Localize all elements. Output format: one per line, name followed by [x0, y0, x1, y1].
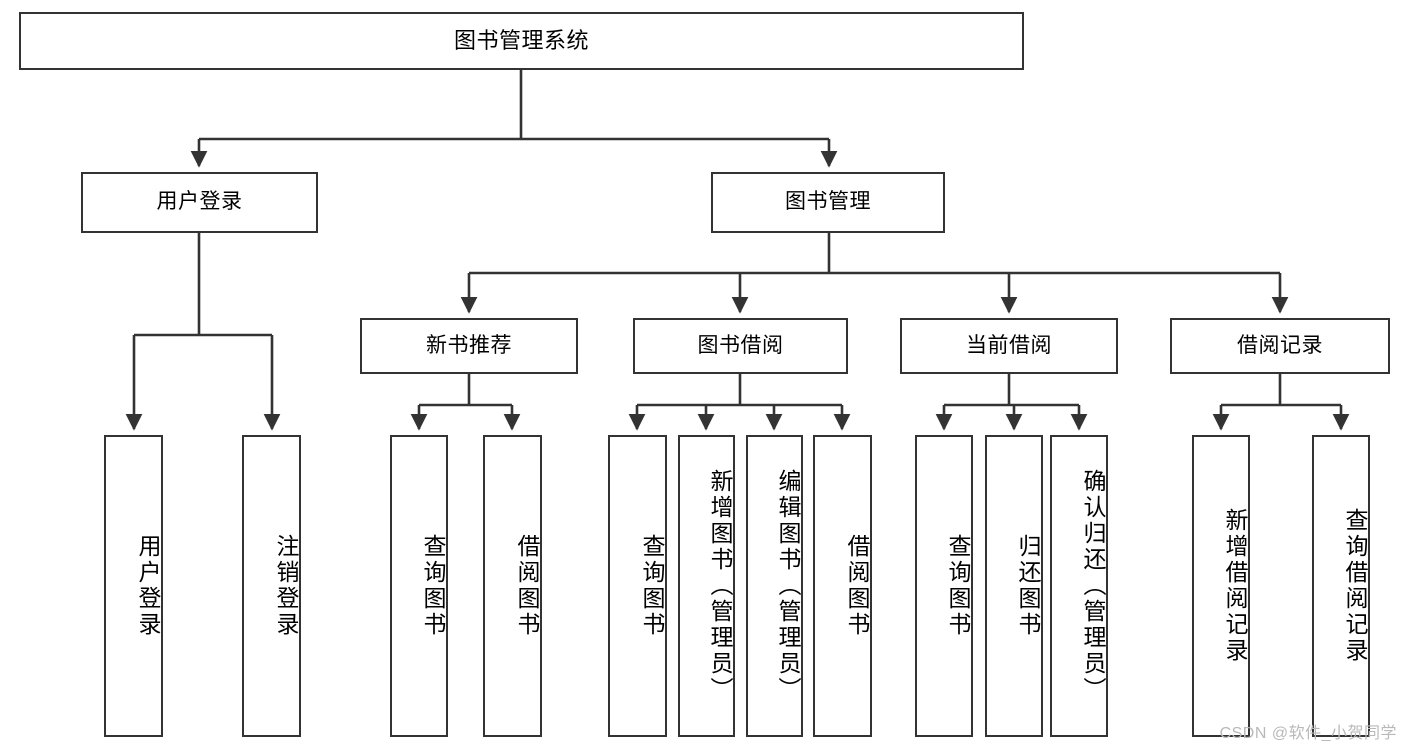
- leaf-node[interactable]: 确认归还（管理员）: [1050, 435, 1108, 737]
- leaf-node[interactable]: 查询图书: [390, 435, 448, 737]
- node-book-borrow-label: 图书借阅: [697, 333, 784, 357]
- node-book-management-label: 图书管理: [785, 190, 871, 214]
- node-borrow-record[interactable]: 借阅记录: [1170, 318, 1390, 374]
- leaf-node-label: 查询图书: [420, 534, 446, 638]
- leaf-node-label: 用户登录: [135, 534, 161, 638]
- node-new-book-recommend-label: 新书推荐: [426, 333, 512, 357]
- node-borrow-record-label: 借阅记录: [1237, 333, 1323, 357]
- leaf-node[interactable]: 借阅图书: [483, 435, 542, 737]
- node-new-book-recommend[interactable]: 新书推荐: [360, 318, 578, 374]
- leaf-node[interactable]: 用户登录: [104, 435, 163, 737]
- leaf-node[interactable]: 新增借阅记录: [1192, 435, 1250, 737]
- leaf-node-label: 编辑图书（管理员）: [775, 469, 801, 703]
- leaf-node[interactable]: 查询图书: [608, 435, 667, 737]
- leaf-node-label: 注销登录: [273, 534, 299, 638]
- node-user-login-label: 用户登录: [156, 190, 243, 214]
- node-book-management[interactable]: 图书管理: [711, 172, 945, 233]
- csdn-watermark: CSDN @软件_小贺同学: [1219, 725, 1397, 742]
- leaf-node-label: 归还图书: [1015, 534, 1041, 638]
- leaf-node-label: 新增借阅记录: [1222, 508, 1248, 664]
- leaf-node[interactable]: 新增图书（管理员）: [678, 435, 735, 737]
- leaf-node[interactable]: 注销登录: [242, 435, 301, 737]
- leaf-node[interactable]: 归还图书: [985, 435, 1043, 737]
- leaf-node[interactable]: 借阅图书: [813, 435, 872, 737]
- leaf-node-label: 查询图书: [639, 534, 665, 638]
- node-book-borrow[interactable]: 图书借阅: [633, 318, 848, 374]
- node-root-label: 图书管理系统: [453, 28, 589, 54]
- leaf-node[interactable]: 编辑图书（管理员）: [746, 435, 803, 737]
- leaf-node-label: 借阅图书: [514, 534, 540, 638]
- node-root[interactable]: 图书管理系统: [19, 12, 1024, 70]
- leaf-node-label: 确认归还（管理员）: [1080, 469, 1106, 703]
- leaf-node-label: 查询借阅记录: [1342, 508, 1368, 664]
- leaf-node[interactable]: 查询借阅记录: [1312, 435, 1370, 737]
- node-current-borrow[interactable]: 当前借阅: [900, 318, 1118, 374]
- leaf-node-label: 查询图书: [945, 534, 971, 638]
- node-current-borrow-label: 当前借阅: [966, 333, 1052, 357]
- leaf-node[interactable]: 查询图书: [915, 435, 973, 737]
- node-user-login[interactable]: 用户登录: [81, 172, 318, 233]
- leaf-node-label: 借阅图书: [844, 534, 870, 638]
- leaf-node-label: 新增图书（管理员）: [707, 469, 733, 703]
